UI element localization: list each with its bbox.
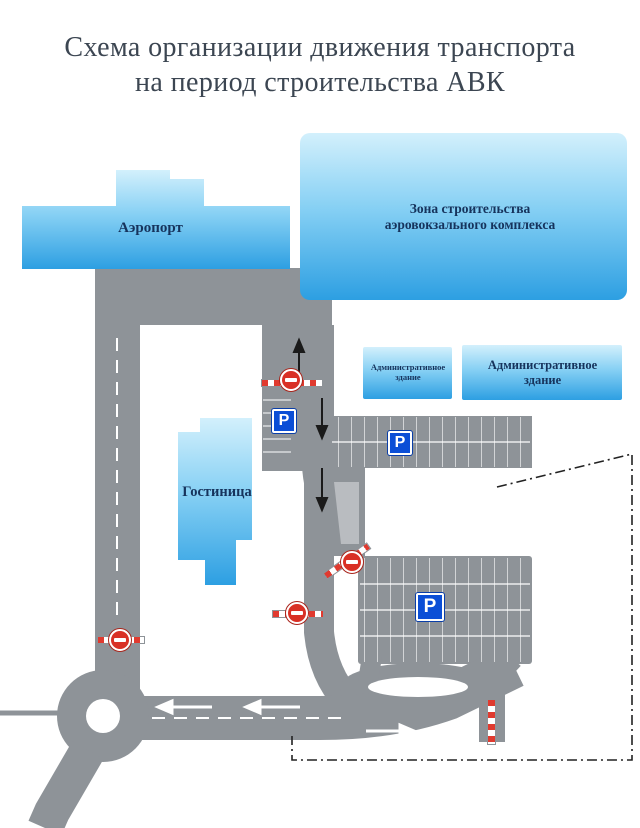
- lane-arrows-white: [154, 698, 418, 740]
- construction-zone-label: Зона строительства аэровокзального компл…: [332, 201, 608, 233]
- site-boundary-line: [291, 452, 633, 761]
- road-network: [0, 268, 532, 828]
- no-entry-sign-icon: [109, 629, 131, 651]
- no-entry-sign-icon: [341, 551, 363, 573]
- admin-building-large-label-line2: здание: [523, 373, 562, 387]
- page-title-line1: Схема организации движения транспорта: [64, 32, 576, 63]
- admin-building-small-shape: [363, 347, 452, 399]
- hotel-label: Гостиница: [182, 484, 252, 500]
- parking-sign-letter: P: [423, 596, 437, 617]
- road-southwest-exit: [28, 740, 104, 828]
- admin-building-large-label-line1: Административное: [487, 358, 598, 372]
- no-entry-sign-icon: [280, 369, 302, 391]
- road-markings: [116, 337, 530, 740]
- parking-sign-icon: P: [416, 593, 444, 621]
- parking-sign-letter: P: [394, 434, 406, 451]
- admin-building-small-label: Административное здание: [363, 362, 453, 382]
- construction-zone-label-line1: Зона строительства: [409, 201, 531, 216]
- admin-building-large-shape: [462, 345, 622, 400]
- admin-building-large-label: Административное здание: [464, 358, 621, 388]
- parking-sign-letter: P: [278, 412, 290, 429]
- buildings: [22, 133, 627, 585]
- airport-label: Аэропорт: [118, 220, 183, 236]
- parking-sign-icon: P: [272, 409, 296, 433]
- road-band-under-airport: [95, 268, 332, 325]
- admin-building-small-label-line2: здание: [395, 372, 421, 383]
- construction-zone-shape: [300, 133, 627, 300]
- road-middle-lane: [304, 325, 359, 711]
- road-loop-island-inner: [368, 677, 468, 697]
- direction-arrows-black: [292, 337, 329, 513]
- road-bottom-main: [140, 646, 524, 740]
- no-entry-sign-icon: [286, 602, 308, 624]
- traffic-island-light: [334, 482, 359, 544]
- page-title: Схема организации движения транспорта на…: [0, 30, 640, 100]
- airport-building-shape: [22, 170, 290, 269]
- roundabout-center-island: [86, 699, 120, 733]
- hotel-building-shape: [178, 418, 252, 585]
- barrier-stripe-south-exit: [487, 699, 496, 745]
- parking-sign-icon: P: [388, 431, 412, 455]
- construction-zone-label-line2: аэровокзального комплекса: [384, 217, 556, 233]
- admin-building-small-label-line1: Административное: [370, 362, 446, 372]
- page-title-line2: на период строительства АВК: [135, 67, 505, 98]
